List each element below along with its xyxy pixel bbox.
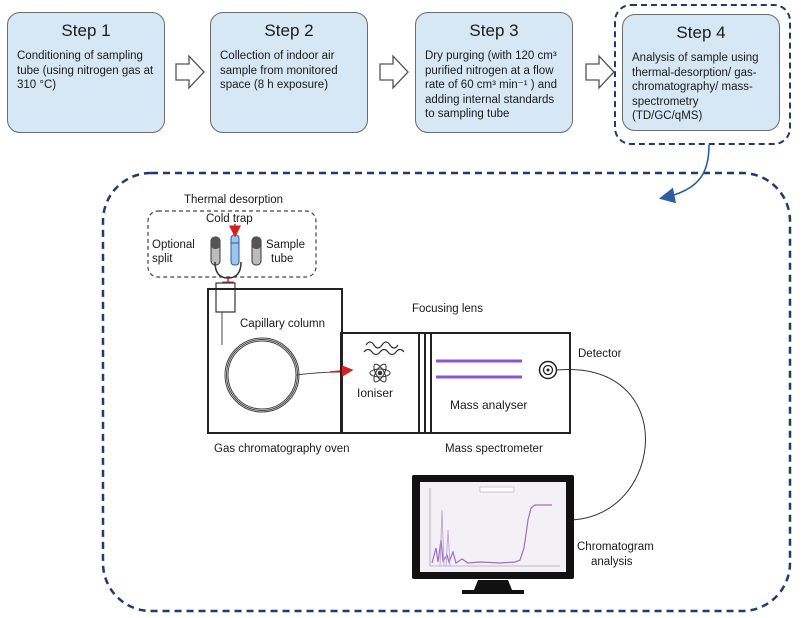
- connector-arrow: [658, 144, 710, 204]
- gc-oven-label: Gas chromatography oven: [214, 443, 350, 455]
- optional-split-tube: [210, 236, 221, 266]
- step-2-title: Step 2: [264, 21, 314, 40]
- tube-label: tube: [271, 253, 294, 265]
- step-4-title: Step 4: [676, 23, 726, 42]
- mass-spectrometer-label: Mass spectrometer: [445, 443, 543, 455]
- thermal-desorption-label: Thermal desorption: [184, 194, 284, 206]
- step-1-text: Conditioning of sampling tube (using nit…: [17, 50, 154, 91]
- step-4-text: Analysis of sample using thermal-desorpt…: [632, 52, 759, 122]
- step-1-box: Step 1 Conditioning of sampling tube (us…: [7, 12, 165, 133]
- signal-cable: [556, 369, 646, 521]
- capillary-column-label: Capillary column: [240, 318, 326, 330]
- analysis-label: analysis: [591, 556, 633, 568]
- mass-analyser-label: Mass analyser: [450, 398, 528, 412]
- step-2-text: Collection of indoor air sample from mon…: [220, 50, 338, 91]
- monitor-icon: [412, 475, 574, 594]
- step-1-title: Step 1: [61, 21, 111, 40]
- capillary-column-coil: [221, 312, 341, 413]
- step-2-box: Step 2 Collection of indoor air sample f…: [210, 12, 368, 133]
- right-arrow-icon: [585, 54, 615, 90]
- step-4-box: Step 4 Analysis of sample using thermal-…: [622, 14, 780, 131]
- step4-highlight-border: [614, 4, 791, 145]
- step-3-text: Dry purging (with 120 cm³ purified nitro…: [425, 50, 557, 120]
- focusing-lens-label: Focusing lens: [412, 303, 483, 315]
- instrument-panel-border: [101, 171, 792, 613]
- mass-spectrometer-box: [340, 332, 571, 434]
- right-arrow-icon: [175, 54, 205, 90]
- split-label: split: [152, 253, 173, 265]
- ioniser-filament: [363, 341, 405, 356]
- injector: [215, 282, 236, 313]
- sample-tube: [251, 236, 262, 266]
- step-3-title: Step 3: [469, 21, 519, 40]
- detector-icon: [538, 360, 558, 380]
- chromatogram-label: Chromatogram: [577, 541, 654, 553]
- sample-label: Sample: [266, 239, 305, 251]
- step-3-box: Step 3 Dry purging (with 120 cm³ purifie…: [415, 12, 573, 133]
- right-arrow-icon: [379, 54, 409, 90]
- cold-trap-label: Cold trap: [206, 213, 253, 225]
- detector-label: Detector: [578, 348, 622, 360]
- optional-label: Optional: [152, 239, 195, 251]
- ioniser-label: Ioniser: [357, 386, 394, 400]
- atom-icon: [369, 363, 391, 383]
- thermal-desorption-box: [147, 210, 317, 278]
